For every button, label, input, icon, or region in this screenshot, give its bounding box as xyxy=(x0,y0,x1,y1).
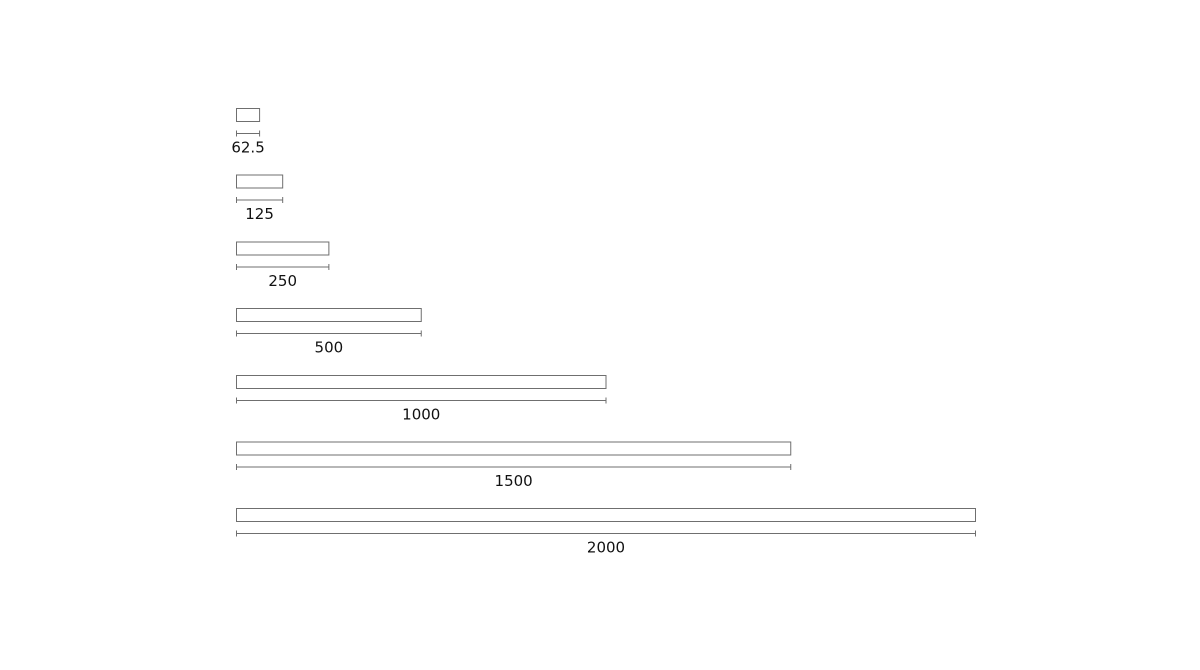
bar-6 xyxy=(236,508,976,522)
value-label-4: 1000 xyxy=(402,406,440,424)
bar-0 xyxy=(236,108,261,122)
bar-1 xyxy=(236,174,284,189)
bar-5 xyxy=(236,441,792,456)
bar-3 xyxy=(236,308,422,322)
value-label-0: 62.5 xyxy=(231,139,264,157)
value-label-1: 125 xyxy=(245,205,274,223)
value-label-2: 250 xyxy=(268,272,297,290)
value-label-6: 2000 xyxy=(587,539,625,557)
bar-4 xyxy=(236,375,607,389)
value-label-5: 1500 xyxy=(495,472,533,490)
bar-2 xyxy=(236,241,330,256)
value-label-3: 500 xyxy=(315,339,344,357)
bars-group: 62.5 125 250 500 1000 1500 2000 xyxy=(231,108,976,557)
